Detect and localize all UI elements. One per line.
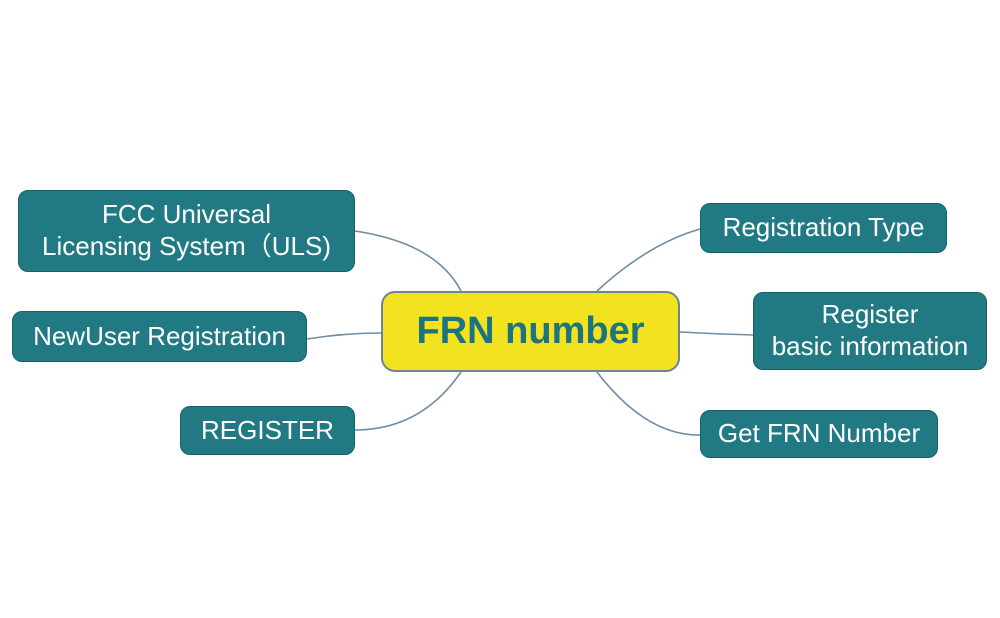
connector-fcc-uls-to-center (354, 230, 462, 292)
connector-center-to-register-basic (679, 331, 754, 336)
node-newuser-registration: NewUser Registration (12, 311, 307, 362)
node-label-line: NewUser Registration (33, 320, 286, 351)
node-label-line: FCC Universal (101, 199, 272, 230)
node-label-line: Registration Type (722, 212, 925, 243)
node-label-line: Get FRN Number (717, 418, 921, 449)
connector-newuser-to-center (306, 332, 382, 340)
node-register-basic-information: Register basic information (753, 292, 987, 370)
connector-center-to-get-frn (596, 371, 701, 436)
node-register: REGISTER (180, 406, 355, 455)
node-label-line: REGISTER (201, 414, 334, 445)
node-frn-number-center: FRN number (381, 291, 680, 372)
node-label-line: basic information (771, 331, 969, 361)
connector-register-to-center (354, 371, 462, 431)
connector-center-to-registration-type (596, 228, 701, 292)
node-get-frn-number: Get FRN Number (700, 410, 938, 458)
center-node-label: FRN number (416, 310, 645, 352)
node-label-line: Licensing System（ULS) (42, 231, 331, 261)
node-label-line: Register (821, 299, 919, 330)
node-fcc-universal-licensing-system: FCC Universal Licensing System（ULS) (18, 190, 355, 272)
node-registration-type: Registration Type (700, 203, 947, 253)
